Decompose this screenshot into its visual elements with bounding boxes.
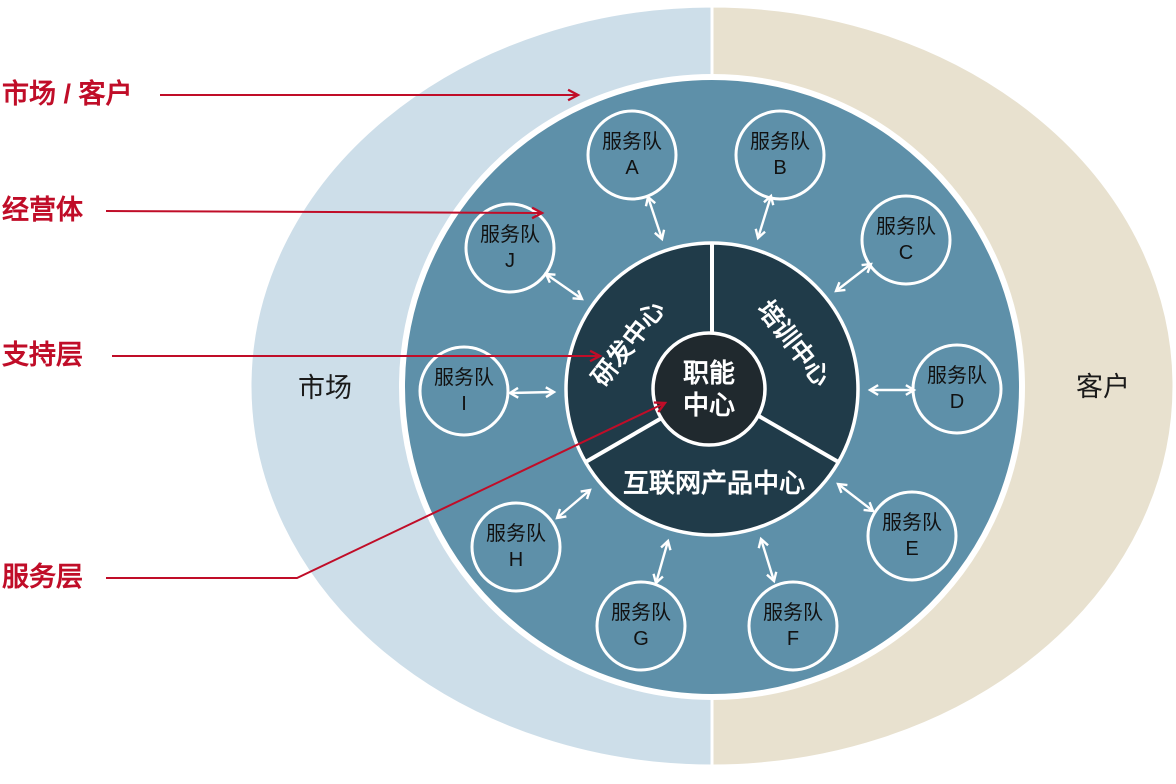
team-letter: E	[905, 538, 919, 560]
service-team-circle-a	[586, 109, 678, 201]
team-letter: C	[898, 242, 914, 264]
corner-white-rectangle	[0, 703, 128, 784]
team-letter: A	[625, 157, 639, 179]
double-arrow-icon-e	[836, 482, 875, 513]
team-letter: F	[786, 628, 800, 650]
service-team-circle-g	[595, 580, 687, 672]
center-label: 职能 中心	[683, 357, 735, 421]
outer-ring-label-market: 市场	[298, 373, 352, 404]
annotation-arrows	[105, 88, 668, 579]
team-name: 服务队	[486, 523, 546, 545]
service-team-label-c: 服务队 C	[876, 214, 936, 266]
service-team-label-h: 服务队 H	[486, 521, 546, 573]
team-name: 服务队	[750, 131, 810, 153]
annotation-label-service-layer: 服务层	[2, 562, 83, 593]
service-team-circle-f	[747, 580, 839, 672]
service-team-circle-j	[464, 202, 556, 294]
double-arrow-icon-j	[544, 272, 584, 301]
team-name: 服务队	[611, 602, 671, 624]
team-name: 服务队	[480, 224, 540, 246]
double-arrow-icon-f	[757, 536, 778, 584]
service-team-label-i: 服务队 I	[434, 365, 494, 417]
annotation-arrow-business-unit	[105, 206, 545, 220]
team-letter: H	[508, 549, 524, 571]
team-letter: I	[461, 393, 467, 415]
service-team-label-g: 服务队 G	[611, 600, 671, 652]
service-team-circle-b	[734, 109, 826, 201]
center-circle	[651, 331, 767, 447]
service-team-circles	[418, 109, 1003, 672]
double-arrow-icon-g	[652, 538, 672, 586]
service-team-circle-e	[866, 490, 958, 582]
service-team-circle-c	[860, 194, 952, 286]
team-name: 服务队	[602, 131, 662, 153]
team-name: 服务队	[927, 365, 987, 387]
annotation-label-business-unit: 经营体	[2, 195, 83, 226]
sector-label-internet-product-center: 互联网产品中心	[622, 467, 806, 498]
annotation-label-market-customer: 市场 / 客户	[2, 79, 133, 110]
service-team-label-b: 服务队 B	[750, 129, 810, 181]
double-arrow-icon-b	[754, 193, 775, 241]
service-team-label-e: 服务队 E	[882, 510, 942, 562]
double-arrow-icon-i	[507, 386, 557, 399]
service-team-label-f: 服务队 F	[763, 600, 823, 652]
annotation-arrow-service-layer	[106, 401, 668, 579]
center-label-line2: 中心	[682, 390, 736, 420]
outer-ring-label-customer: 客户	[1076, 372, 1130, 403]
double-arrow-icon-h	[555, 488, 592, 520]
service-team-circle-h	[470, 501, 562, 593]
team-name: 服务队	[434, 367, 494, 389]
team-name: 服务队	[876, 216, 936, 238]
center-label-line1: 职能	[682, 358, 736, 388]
team-letter: G	[633, 628, 649, 650]
team-name: 服务队	[763, 602, 823, 624]
team-letter: D	[949, 391, 965, 413]
team-letter: B	[773, 157, 787, 179]
double-arrow-icon-a	[644, 194, 666, 242]
double-arrow-icons	[507, 193, 917, 586]
team-letter: J	[505, 250, 515, 272]
service-team-label-d: 服务队 D	[927, 363, 987, 415]
team-name: 服务队	[882, 512, 942, 534]
service-team-label-j: 服务队 J	[480, 222, 540, 274]
service-team-label-a: 服务队 A	[602, 129, 662, 181]
double-arrow-icon-c	[834, 262, 873, 293]
annotation-label-support-layer: 支持层	[2, 340, 83, 371]
